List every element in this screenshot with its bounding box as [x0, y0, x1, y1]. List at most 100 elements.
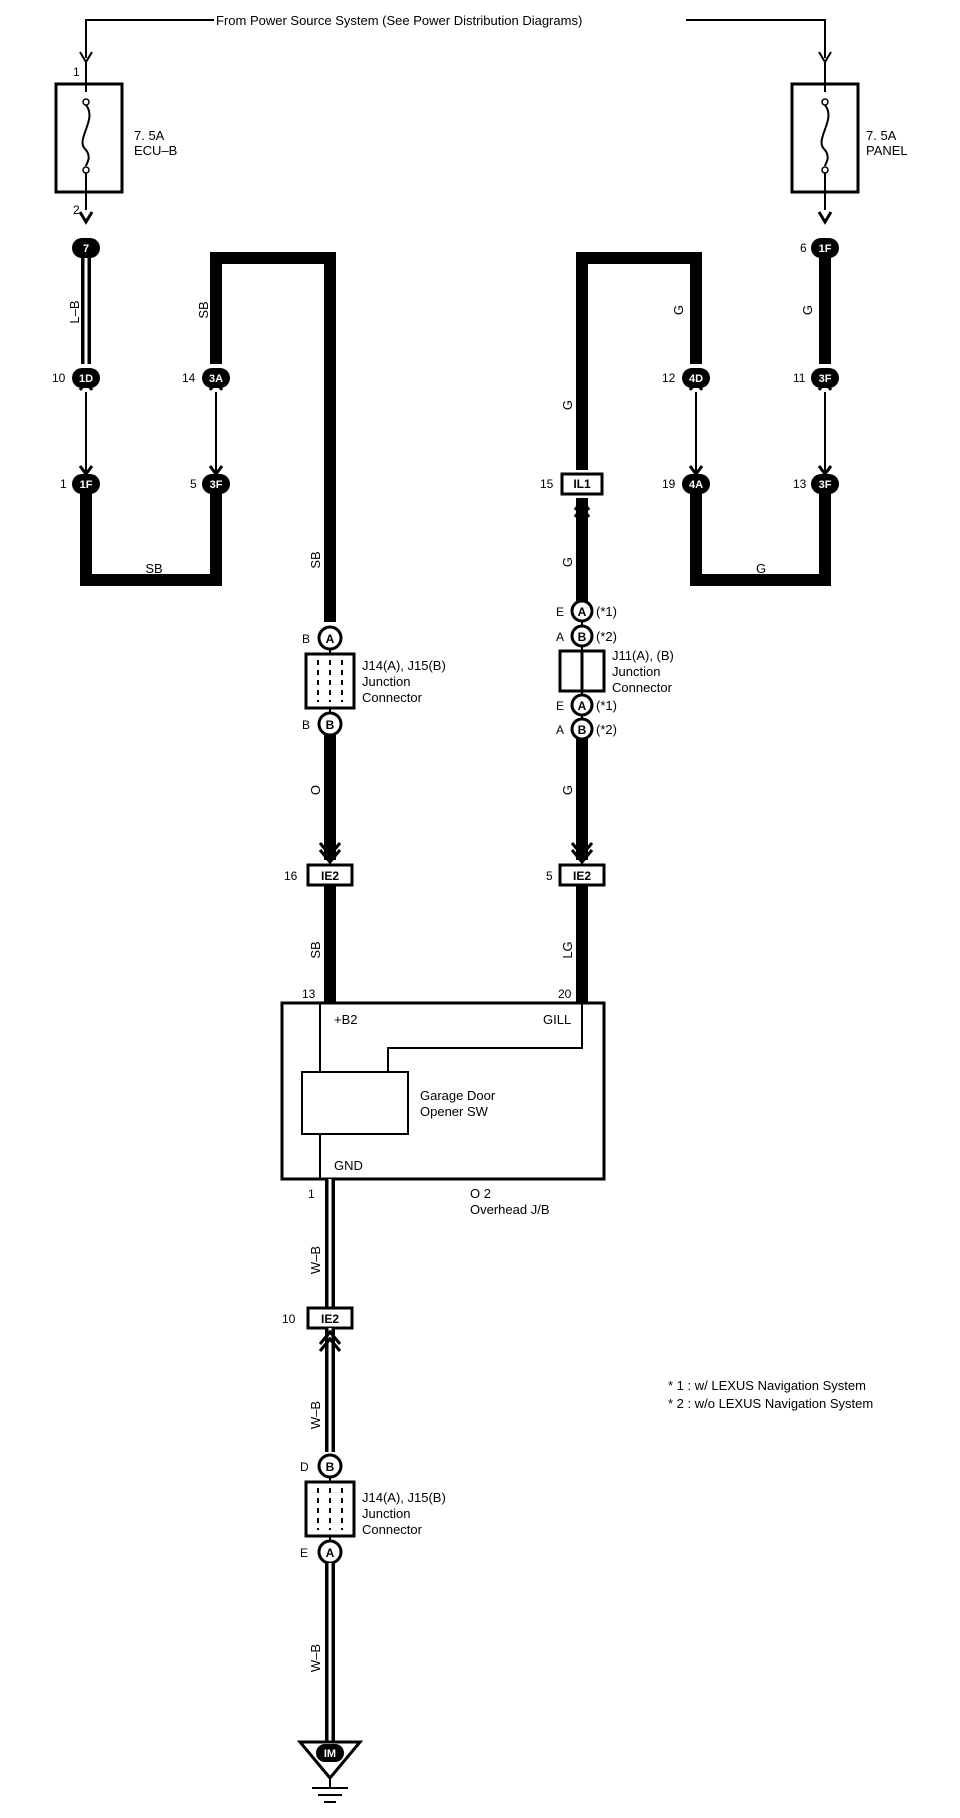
overhead-b2-label: +B2 [334, 1012, 358, 1027]
connector-3f-left: 5 3F [190, 474, 230, 494]
junction-j11-row1-note: (*1) [596, 604, 617, 619]
connector-il1: 15 IL1 [540, 472, 604, 496]
connector-3f-right-13-label: 3F [819, 479, 832, 491]
connector-ie2-10-pin: 10 [282, 1312, 296, 1326]
junction-j11-row4-note: (*2) [596, 722, 617, 737]
junction-j14-bottom-label-3: Connector [362, 1522, 423, 1537]
connector-4d: 12 4D [662, 368, 710, 388]
connector-1f-right-label: 1F [819, 243, 832, 255]
connector-1f-left-label: 1F [80, 479, 93, 491]
wire-label-g-3: G [560, 400, 575, 410]
connector-1d: 10 1D [52, 368, 100, 388]
overhead-gill-label: GILL [543, 1012, 571, 1027]
note-2: * 2 : w/o LEXUS Navigation System [668, 1396, 873, 1411]
connector-1f-right-pin: 6 [800, 241, 807, 255]
right-wiring [573, 252, 833, 602]
connector-ie2-5-pin: 5 [546, 869, 553, 883]
fuse-panel-name: PANEL [866, 143, 908, 158]
fuse-ecu-b-pin-top: 1 [73, 65, 80, 79]
junction-j11-row1-pin: E [556, 605, 564, 619]
fuse-ecu-b-element [81, 104, 91, 167]
junction-j14-top-label-2: Junction [362, 674, 410, 689]
junction-j14-top-label-1: J14(A), J15(B) [362, 658, 446, 673]
connector-4a-label: 4A [689, 479, 703, 491]
overhead-jb: 13 20 +B2 GILL Garage Door Opener SW GND… [280, 987, 606, 1217]
switch-label-1: Garage Door [420, 1088, 496, 1103]
junction-j14-top-conn-top: A [326, 632, 335, 646]
junction-j14-bottom-label-2: Junction [362, 1506, 410, 1521]
overhead-pin-gill: 20 [558, 987, 572, 1001]
junction-j14-bottom-conn-bottom: A [326, 1546, 335, 1560]
connector-ie2-16-pin: 16 [284, 869, 298, 883]
connector-3f-right-13: 13 3F [793, 474, 839, 494]
wire-label-g-2: G [800, 305, 815, 315]
junction-j14-top: B A B B J14(A), J15(B) Junction Connecto… [302, 625, 446, 737]
connector-3a-label: 3A [209, 373, 223, 385]
wire-label-sb-bottom: SB [145, 561, 162, 576]
wire-label-g-1: G [671, 305, 686, 315]
fuse-ecu-b-name: ECU–B [134, 143, 177, 158]
connector-3f-left-label: 3F [210, 479, 223, 491]
junction-j14-bottom-pin-top: D [300, 1460, 309, 1474]
left-wiring [78, 252, 336, 622]
wire-label-lb: L–B [67, 300, 82, 323]
junction-j14-bottom-conn-top: B [326, 1460, 335, 1474]
connector-ie2-16-label: IE2 [321, 869, 339, 883]
junction-j11-row3-conn: A [578, 699, 587, 713]
junction-j14-top-label-3: Connector [362, 690, 423, 705]
ground-im: IM [296, 1740, 364, 1803]
connector-3f-right-11-pin: 11 [793, 371, 806, 385]
junction-j11-row1-conn: A [578, 605, 587, 619]
junction-j11-row2-note: (*2) [596, 629, 617, 644]
connector-1f-left: 1 1F [60, 474, 100, 494]
overhead-pin-b2: 13 [302, 987, 316, 1001]
connector-4d-label: 4D [689, 373, 703, 385]
power-source-line: From Power Source System (See Power Dist… [79, 13, 832, 64]
fuse-panel: 7. 5A PANEL [790, 62, 908, 225]
junction-j14-bottom: D B E A J14(A), J15(B) Junction Connecto… [300, 1453, 446, 1565]
junction-j11-label-3: Connector [612, 680, 673, 695]
wire-label-sb-upper: SB [196, 301, 211, 318]
wire-label-sb-lower: SB [308, 941, 323, 958]
overhead-gnd-label: GND [334, 1158, 363, 1173]
wire-label-g-6: G [560, 785, 575, 795]
connector-4a-pin: 19 [662, 477, 676, 491]
junction-j11-row2-pin: A [556, 630, 564, 644]
junction-j11-label-1: J11(A), (B) [612, 648, 674, 663]
power-source-text: From Power Source System (See Power Dist… [216, 13, 582, 28]
junction-j14-bottom-label-1: J14(A), J15(B) [362, 1490, 446, 1505]
connector-1d-label: 1D [79, 373, 93, 385]
fuse-panel-amp: 7. 5A [866, 128, 897, 143]
connector-1f-left-pin: 1 [60, 477, 67, 491]
connector-ie2-10-label: IE2 [321, 1312, 339, 1326]
note-1: * 1 : w/ LEXUS Navigation System [668, 1378, 866, 1393]
connector-il1-label: IL1 [573, 477, 591, 491]
wire-color-labels: L–B SB SB SB G G G G G O G SB LG W–B W–B… [67, 300, 815, 1672]
connector-1d-pin: 10 [52, 371, 66, 385]
connector-3f-left-pin: 5 [190, 477, 197, 491]
fuse-panel-element [820, 104, 830, 167]
junction-j11-label-2: Junction [612, 664, 660, 679]
junction-j11: E A (*1) A B (*2) E A (*1) A B (*2) J11(… [556, 599, 674, 741]
fuse-ecu-b: 1 7. 5A ECU–B 2 [54, 62, 177, 225]
connector-ie2-5-label: IE2 [573, 869, 591, 883]
junction-j11-row3-note: (*1) [596, 698, 617, 713]
wire-label-wb-2: W–B [308, 1401, 323, 1429]
wire-label-lg: LG [560, 941, 575, 958]
junction-j11-row4-conn: B [578, 723, 587, 737]
wire-label-g-5: G [560, 557, 575, 567]
junction-j14-top-conn-bottom: B [326, 718, 335, 732]
connector-3f-right-11-label: 3F [819, 373, 832, 385]
connector-3f-right-11: 11 3F [793, 368, 839, 388]
connector-1f-right: 6 1F [800, 238, 839, 258]
connector-3a-pin: 14 [182, 371, 196, 385]
notes: * 1 : w/ LEXUS Navigation System * 2 : w… [668, 1378, 873, 1411]
connector-ie2-5: 5 IE2 [546, 863, 606, 887]
wire-label-wb-3: W–B [308, 1644, 323, 1672]
fuse-ecu-b-pin-bottom: 2 [73, 203, 80, 217]
overhead-name: Overhead J/B [470, 1202, 550, 1217]
junction-j14-bottom-pin-bottom: E [300, 1546, 308, 1560]
connector-ie2-10: 10 IE2 [282, 1306, 354, 1330]
ground-icon [312, 1787, 348, 1803]
